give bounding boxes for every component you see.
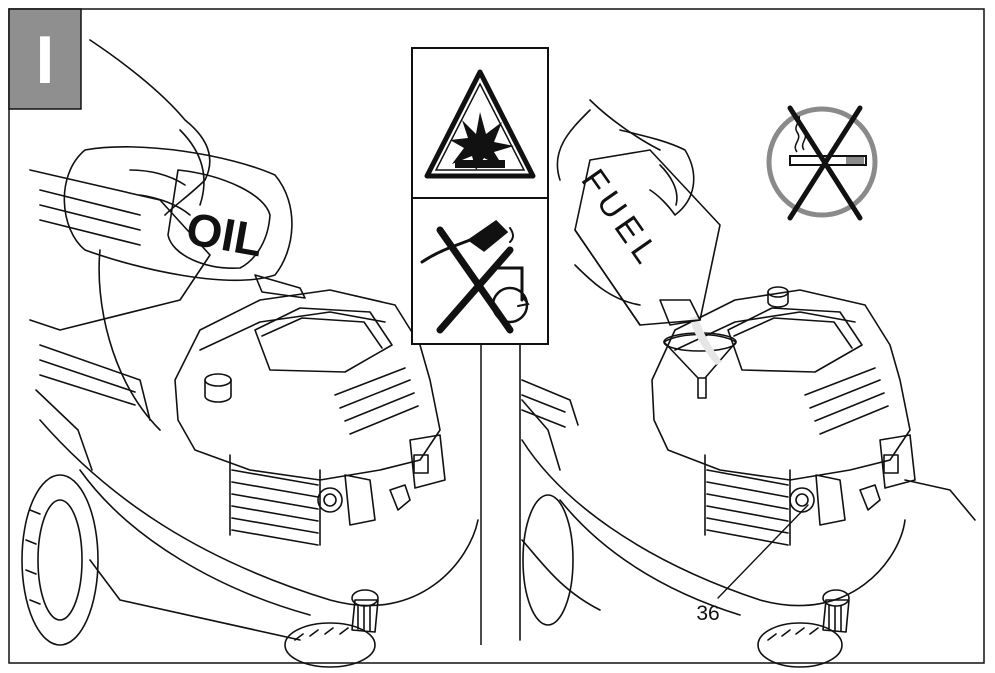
warning-panel bbox=[411, 47, 549, 345]
right-scene-mower-fuel bbox=[519, 99, 976, 668]
part-callout-leader bbox=[717, 504, 809, 599]
section-marker-label: I bbox=[36, 22, 55, 98]
oil-label: OIL bbox=[183, 202, 268, 267]
hand-right bbox=[556, 99, 695, 216]
explosion-warning-icon bbox=[424, 69, 536, 179]
fuel-label: FUEL bbox=[574, 162, 669, 275]
left-scene-mower-oil bbox=[21, 39, 479, 668]
hand-left bbox=[89, 39, 211, 216]
part-callout-label: 36 bbox=[696, 602, 719, 625]
figure-frame bbox=[8, 8, 985, 664]
no-refuel-hot-engine-icon bbox=[420, 220, 530, 334]
no-smoking-icon bbox=[766, 105, 878, 221]
oil-jug bbox=[63, 146, 306, 431]
fuel-stream bbox=[690, 316, 722, 365]
section-marker: I bbox=[8, 8, 82, 110]
fuel-can bbox=[574, 149, 721, 326]
funnel bbox=[663, 332, 737, 399]
